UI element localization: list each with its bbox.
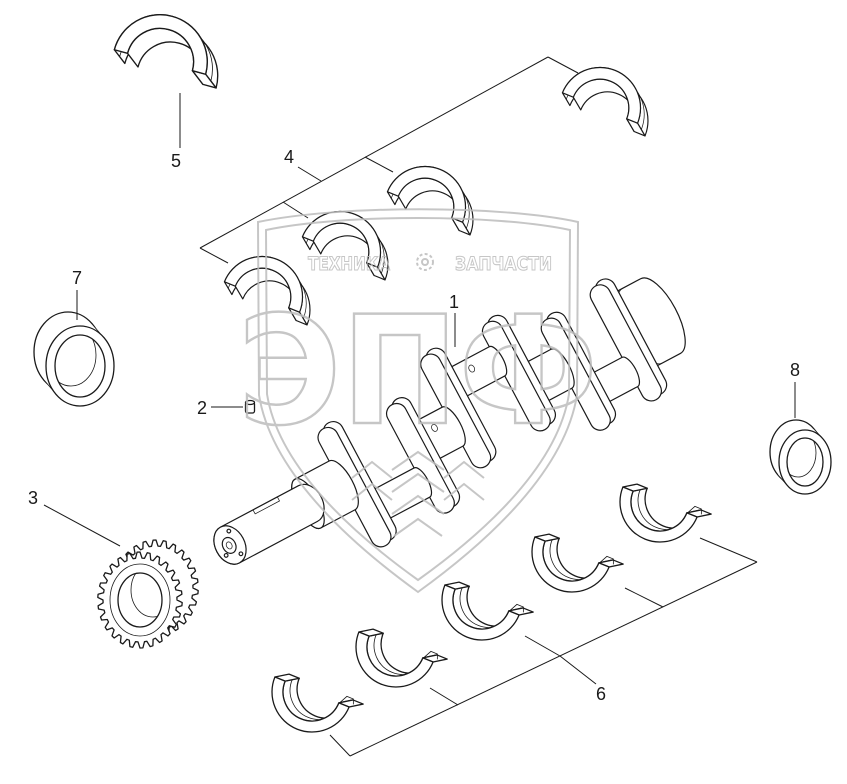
- callout-8: 8: [790, 360, 800, 380]
- thrust-ring-7: [33, 311, 115, 407]
- bracket-main: [199, 56, 549, 249]
- keyway: [252, 496, 281, 515]
- oil-hole: [468, 364, 476, 373]
- bearing-shell-lower-6c: [429, 576, 535, 658]
- center-hole: [225, 541, 233, 550]
- gear-hub-ring: [109, 563, 171, 637]
- callout-6: 6: [596, 684, 606, 704]
- bearing-shell-lower-6d: [519, 528, 625, 610]
- bolt-hole: [223, 552, 229, 558]
- bracket-branch: [699, 537, 758, 563]
- bracket-branch: [329, 734, 351, 757]
- bearing-shell-upper-4d: [558, 54, 665, 137]
- wheat-ornament: [351, 450, 485, 537]
- shield-outline: [256, 208, 580, 594]
- gear-icon: [416, 253, 434, 271]
- leader-4: [297, 166, 322, 182]
- callouts: 1 2 3 4 5 6 7 8: [28, 147, 800, 704]
- bracket-branch: [624, 587, 664, 608]
- bracket-branch: [524, 635, 561, 657]
- thrust-ring-8: [769, 419, 832, 495]
- crank-web-6: [589, 284, 663, 402]
- callout-7: 7: [72, 268, 82, 288]
- crankshaft: [213, 277, 686, 565]
- bracket-branch: [547, 56, 579, 74]
- gear-bore-back-edge: [130, 573, 162, 618]
- oil-hole: [431, 424, 438, 432]
- callout-2: 2: [197, 398, 207, 418]
- bolt-hole: [226, 528, 232, 534]
- ring-bore-back-edge: [787, 438, 817, 478]
- shield-inner-outline: [264, 217, 572, 582]
- watermark-word-left: ТЕХНИКА: [308, 253, 390, 275]
- bearing-shell-lower-6a: [259, 668, 365, 750]
- bearing-shell-upper-4c: [383, 153, 490, 236]
- callout-1: 1: [449, 292, 459, 312]
- bracket-branch: [429, 687, 459, 706]
- bearing-shell-lower-6b: [343, 623, 449, 705]
- pin-top: [244, 399, 256, 406]
- watermark-monogram: ЭПФ: [238, 285, 598, 459]
- dowel-pin: [244, 399, 256, 414]
- ring-bore-back-edge: [55, 335, 97, 387]
- bracket-main: [349, 561, 758, 757]
- crank-web-2: [385, 402, 455, 514]
- bolt-hole: [238, 551, 244, 557]
- bearing-shell-lower-6e: [607, 478, 713, 560]
- gear-bore: [117, 572, 163, 628]
- bearing-shell-upper-5: [110, 3, 232, 89]
- crankshaft-gear: [97, 539, 199, 649]
- leader-3: [43, 504, 121, 547]
- ring-bore: [54, 334, 106, 398]
- nose-hub: [221, 536, 237, 554]
- leader-6: [559, 655, 597, 685]
- watermark-word-right: ЗАПЧАСТИ: [455, 253, 552, 275]
- callout-4: 4: [284, 147, 294, 167]
- bracket-branch: [199, 247, 229, 264]
- bracket-branch: [364, 156, 394, 173]
- callout-3: 3: [28, 488, 38, 508]
- crank-web-4: [481, 320, 551, 432]
- watermark-logo: ТЕХНИКА ЗАПЧАСТИ ЭПФ: [237, 208, 599, 594]
- bracket-lower-shells: [329, 537, 758, 757]
- ring-bore: [786, 437, 824, 487]
- leader-lines: [43, 56, 796, 757]
- callout-5: 5: [171, 151, 181, 171]
- bracket-upper-shells: [199, 56, 579, 264]
